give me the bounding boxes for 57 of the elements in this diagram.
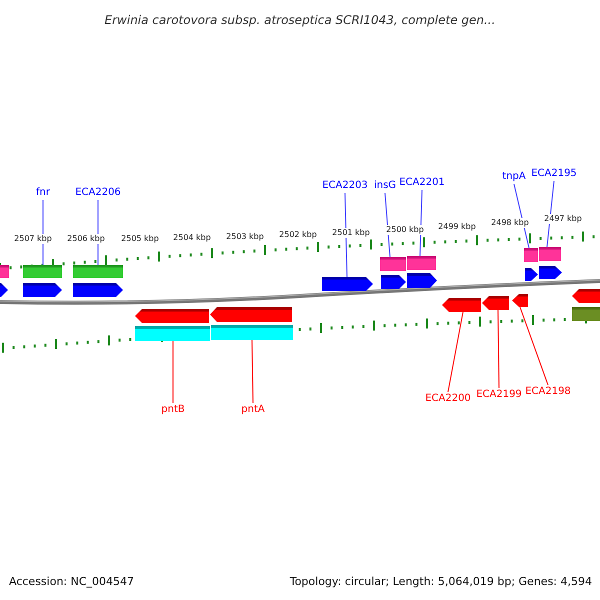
gene-feature	[407, 256, 436, 270]
gene-feature	[322, 277, 373, 291]
gene-feature	[73, 265, 123, 278]
gene-feature	[135, 326, 210, 341]
leader-line	[172, 340, 174, 404]
gene-label: ECA2203	[322, 179, 368, 193]
leader-line	[252, 340, 254, 404]
leader-line	[42, 200, 44, 266]
position-label: 2502 kbp	[279, 230, 317, 240]
gene-label: pntA	[241, 403, 265, 417]
genome-info-text: Topology: circular; Length: 5,064,019 bp; Genes: 4,594	[290, 574, 592, 590]
leader-line	[520, 306, 548, 386]
gene-feature	[442, 298, 481, 312]
gene-feature	[210, 307, 292, 322]
gene-feature	[23, 283, 62, 297]
gene-label: ECA2198	[525, 385, 571, 399]
accession-text: Accession: NC_004547	[9, 574, 134, 590]
gene-label: pntB	[161, 403, 185, 417]
position-label: 2500 kbp	[386, 225, 424, 235]
gene-label: insG	[374, 179, 396, 193]
gene-feature	[0, 283, 8, 297]
leader-line	[448, 312, 464, 392]
gene-feature	[539, 266, 562, 279]
gene-feature	[407, 273, 437, 288]
gene-label: ECA2200	[425, 392, 471, 406]
gene-label: ECA2195	[531, 167, 577, 181]
gene-label: tnpA	[502, 170, 526, 184]
gene-label: ECA2201	[399, 176, 445, 190]
gene-feature	[135, 309, 209, 323]
chart-title: Erwinia carotovora subsp. atroseptica SCRI1043, complete gen...	[104, 12, 496, 29]
gene-feature	[211, 325, 293, 340]
position-label: 2501 kbp	[332, 228, 370, 238]
position-label: 2497 kbp	[544, 214, 582, 224]
gene-label: fnr	[36, 186, 50, 200]
gene-feature	[0, 265, 9, 278]
position-label: 2498 kbp	[491, 218, 529, 228]
gene-label: ECA2206	[75, 186, 121, 200]
gene-feature	[572, 307, 600, 321]
position-label: 2504 kbp	[173, 233, 211, 243]
gene-feature	[524, 248, 538, 262]
gene-feature	[572, 289, 600, 303]
gene-feature	[73, 283, 123, 297]
position-label: 2505 kbp	[121, 234, 159, 244]
position-label: 2503 kbp	[226, 232, 264, 242]
position-label: 2506 kbp	[67, 234, 105, 244]
gene-feature	[539, 247, 561, 261]
gene-feature	[380, 257, 406, 271]
gene-feature	[512, 294, 528, 307]
gene-feature	[23, 265, 62, 278]
leader-line	[344, 192, 348, 278]
leader-line	[498, 310, 500, 388]
gene-feature	[482, 296, 509, 310]
gene-feature	[525, 268, 538, 281]
gene-label: ECA2199	[476, 388, 522, 402]
gene-feature	[381, 275, 406, 289]
position-label: 2499 kbp	[438, 222, 476, 232]
position-label: 2507 kbp	[14, 234, 52, 244]
